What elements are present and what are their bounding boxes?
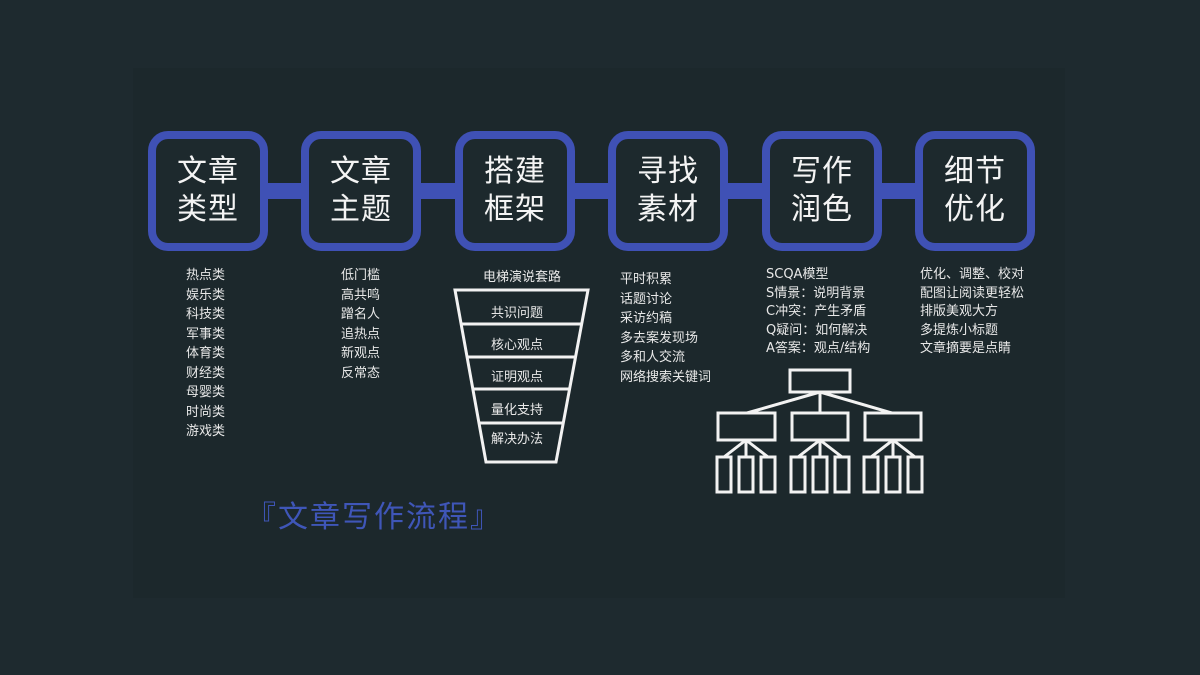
funnel-icon: [453, 288, 590, 464]
list-item: 平时积累: [620, 272, 673, 287]
funnel-level-1: 共识问题: [490, 306, 543, 321]
list-item: 蹭名人: [341, 307, 381, 322]
funnel-level-3: 证明观点: [490, 370, 543, 385]
list-item: 多去案发现场: [620, 330, 699, 346]
step-write-polish[interactable]: 写作 润色: [762, 131, 882, 251]
step-label-line2: 润色: [791, 192, 853, 227]
list-item: 话题讨论: [620, 291, 673, 307]
list-item: C冲突：产生矛盾: [766, 304, 867, 319]
step-detail-refine[interactable]: 细节 优化: [915, 131, 1035, 251]
list-item: 多和人交流: [620, 350, 686, 365]
step-label-line2: 优化: [944, 192, 1006, 227]
step-label-line2: 框架: [484, 192, 546, 227]
list-item: 文章摘要是点睛: [920, 341, 1012, 356]
list-item: 时尚类: [186, 404, 226, 420]
step-label-line1: 文章: [177, 154, 239, 189]
list-item: A答案：观点/结构: [766, 341, 871, 356]
step-label-line1: 文章: [330, 154, 392, 189]
polish-list: SCQA模型 S情景：说明背景 C冲突：产生矛盾 Q疑问：如何解决 A答案：观点…: [766, 266, 870, 359]
list-item: 高共鸣: [341, 287, 381, 303]
step-label-line1: 细节: [944, 154, 1006, 189]
funnel-title: 电梯演说套路: [482, 270, 561, 285]
funnel-level-2: 核心观点: [490, 338, 543, 353]
connector-5: [876, 183, 924, 199]
list-item: 低门槛: [341, 268, 381, 283]
funnel-level-4: 量化支持: [490, 403, 543, 418]
list-item: S情景：说明背景: [766, 285, 866, 301]
list-item: 体育类: [186, 346, 226, 361]
list-item: 配图让阅读更轻松: [920, 285, 1025, 301]
funnel-level-5: 解决办法: [490, 432, 543, 447]
connector-4: [722, 183, 770, 199]
list-item: 军事类: [186, 326, 226, 342]
connector-3: [568, 183, 616, 199]
list-item: 热点类: [186, 268, 226, 283]
materials-list: 平时积累 话题讨论 采访约稿 多去案发现场 多和人交流 网络搜索关键词: [620, 270, 711, 387]
connector-1: [262, 183, 310, 199]
list-item: 优化、调整、校对: [920, 267, 1025, 282]
connector-2: [415, 183, 463, 199]
list-item: 游戏类: [186, 424, 226, 439]
topics-list: 低门槛 高共鸣 蹭名人 追热点 新观点 反常态: [341, 266, 380, 383]
list-item: 财经类: [186, 365, 226, 381]
list-item: SCQA模型: [766, 267, 829, 282]
list-item: 采访约稿: [620, 311, 673, 326]
step-label-line1: 搭建: [484, 154, 546, 189]
step-label-line2: 素材: [637, 192, 699, 227]
diagram-title: 『文章写作流程』: [246, 500, 502, 535]
step-label-line2: 主题: [330, 192, 392, 227]
list-item: 多提炼小标题: [920, 322, 999, 338]
step-article-type[interactable]: 文章 类型: [148, 131, 268, 251]
step-build-framework[interactable]: 搭建 框架: [455, 131, 575, 251]
list-item: 排版美观大方: [920, 304, 999, 319]
list-item: 娱乐类: [186, 287, 226, 303]
refine-list: 优化、调整、校对 配图让阅读更轻松 排版美观大方 多提炼小标题 文章摘要是点睛: [920, 266, 1024, 359]
step-label-line2: 类型: [177, 192, 239, 227]
list-item: 反常态: [341, 365, 381, 381]
list-item: 追热点: [341, 326, 381, 342]
step-label-line1: 寻找: [637, 154, 699, 189]
step-find-material[interactable]: 寻找 素材: [608, 131, 728, 251]
list-item: Q疑问：如何解决: [766, 322, 868, 338]
list-item: 科技类: [186, 307, 226, 322]
hierarchy-tree-icon: [715, 368, 924, 494]
step-article-topic[interactable]: 文章 主题: [301, 131, 421, 251]
content-panel: [133, 68, 1065, 598]
list-item: 网络搜索关键词: [620, 369, 712, 385]
list-item: 母婴类: [186, 385, 226, 400]
step-label-line1: 写作: [791, 154, 853, 189]
types-list: 热点类 娱乐类 科技类 军事类 体育类 财经类 母婴类 时尚类 游戏类: [186, 266, 225, 442]
list-item: 新观点: [341, 346, 381, 361]
